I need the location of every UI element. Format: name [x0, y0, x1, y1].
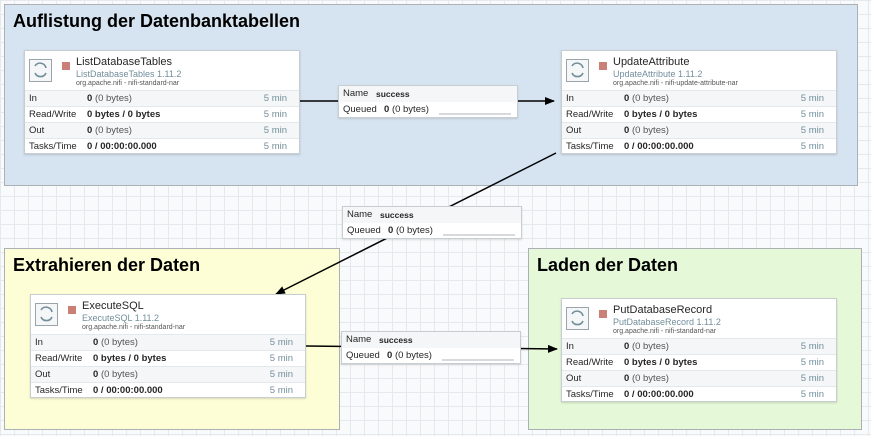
stopped-status-icon [62, 62, 70, 70]
stopped-status-icon [599, 310, 607, 318]
processor-icon [566, 307, 589, 330]
processor-execute-sql[interactable]: ExecuteSQL ExecuteSQL 1.11.2 org.apache.… [30, 294, 306, 398]
connection-label-execute-to-put[interactable]: Name success Queued 0 (0 bytes) [341, 331, 521, 364]
queued-value: 0 (0 bytes) [387, 350, 432, 361]
relationship-name: success [380, 210, 414, 220]
processor-type: ExecuteSQL 1.11.2 [82, 313, 160, 323]
stat-row-in: In 0 (0 bytes) 5 min [25, 90, 299, 106]
processor-name: ListDatabaseTables [76, 56, 173, 68]
stopped-status-icon [68, 306, 76, 314]
processor-list-database-tables[interactable]: ListDatabaseTables ListDatabaseTables 1.… [24, 50, 300, 154]
stat-row-out: Out 0 (0 bytes) 5 min [31, 366, 305, 382]
processor-bundle: org.apache.nifi - nifi-standard-nar [82, 324, 186, 331]
stat-row-read-write: Read/Write 0 bytes / 0 bytes 5 min [25, 106, 299, 122]
stat-row-read-write: Read/Write 0 bytes / 0 bytes 5 min [562, 354, 836, 370]
stat-row-tasks: Tasks/Time 0 / 00:00:00.000 5 min [25, 138, 299, 154]
processor-icon [35, 303, 58, 326]
queued-value: 0 (0 bytes) [384, 104, 429, 115]
processor-type: ListDatabaseTables 1.11.2 [76, 69, 182, 79]
processor-type: UpdateAttribute 1.11.2 [613, 69, 703, 79]
processor-put-database-record[interactable]: PutDatabaseRecord PutDatabaseRecord 1.11… [561, 298, 837, 402]
processor-icon [566, 59, 589, 82]
queue-bar [443, 234, 515, 236]
stat-row-out: Out 0 (0 bytes) 5 min [562, 370, 836, 386]
stat-row-in: In 0 (0 bytes) 5 min [562, 338, 836, 354]
stat-row-in: In 0 (0 bytes) 5 min [31, 334, 305, 350]
relationship-name: success [379, 335, 413, 345]
connection-label-update-to-execute[interactable]: Name success Queued 0 (0 bytes) [342, 206, 522, 239]
queue-bar [439, 113, 511, 115]
processor-name: UpdateAttribute [613, 56, 690, 68]
stat-row-tasks: Tasks/Time 0 / 00:00:00.000 5 min [562, 138, 836, 154]
group-title: Laden der Daten [537, 255, 679, 275]
stat-row-read-write: Read/Write 0 bytes / 0 bytes 5 min [562, 106, 836, 122]
stat-row-tasks: Tasks/Time 0 / 00:00:00.000 5 min [562, 386, 836, 402]
processor-bundle: org.apache.nifi - nifi-standard-nar [76, 80, 180, 87]
processor-name: ExecuteSQL [82, 300, 144, 312]
stat-row-tasks: Tasks/Time 0 / 00:00:00.000 5 min [31, 382, 305, 398]
processor-bundle: org.apache.nifi - nifi-update-attribute-… [613, 80, 738, 87]
processor-bundle: org.apache.nifi - nifi-standard-nar [613, 328, 717, 335]
queued-value: 0 (0 bytes) [388, 225, 433, 236]
connection-label-list-to-update[interactable]: Name success Queued 0 (0 bytes) [338, 85, 518, 118]
processor-update-attribute[interactable]: UpdateAttribute UpdateAttribute 1.11.2 o… [561, 50, 837, 154]
processor-icon [29, 59, 52, 82]
stat-row-in: In 0 (0 bytes) 5 min [562, 90, 836, 106]
group-title: Extrahieren der Daten [13, 255, 201, 275]
processor-type: PutDatabaseRecord 1.11.2 [613, 317, 721, 327]
stopped-status-icon [599, 62, 607, 70]
stat-row-out: Out 0 (0 bytes) 5 min [25, 122, 299, 138]
group-title: Auflistung der Datenbanktabellen [13, 11, 301, 31]
processor-name: PutDatabaseRecord [613, 304, 713, 316]
stat-row-read-write: Read/Write 0 bytes / 0 bytes 5 min [31, 350, 305, 366]
relationship-name: success [376, 89, 410, 99]
queue-bar [442, 359, 514, 361]
stat-row-out: Out 0 (0 bytes) 5 min [562, 122, 836, 138]
